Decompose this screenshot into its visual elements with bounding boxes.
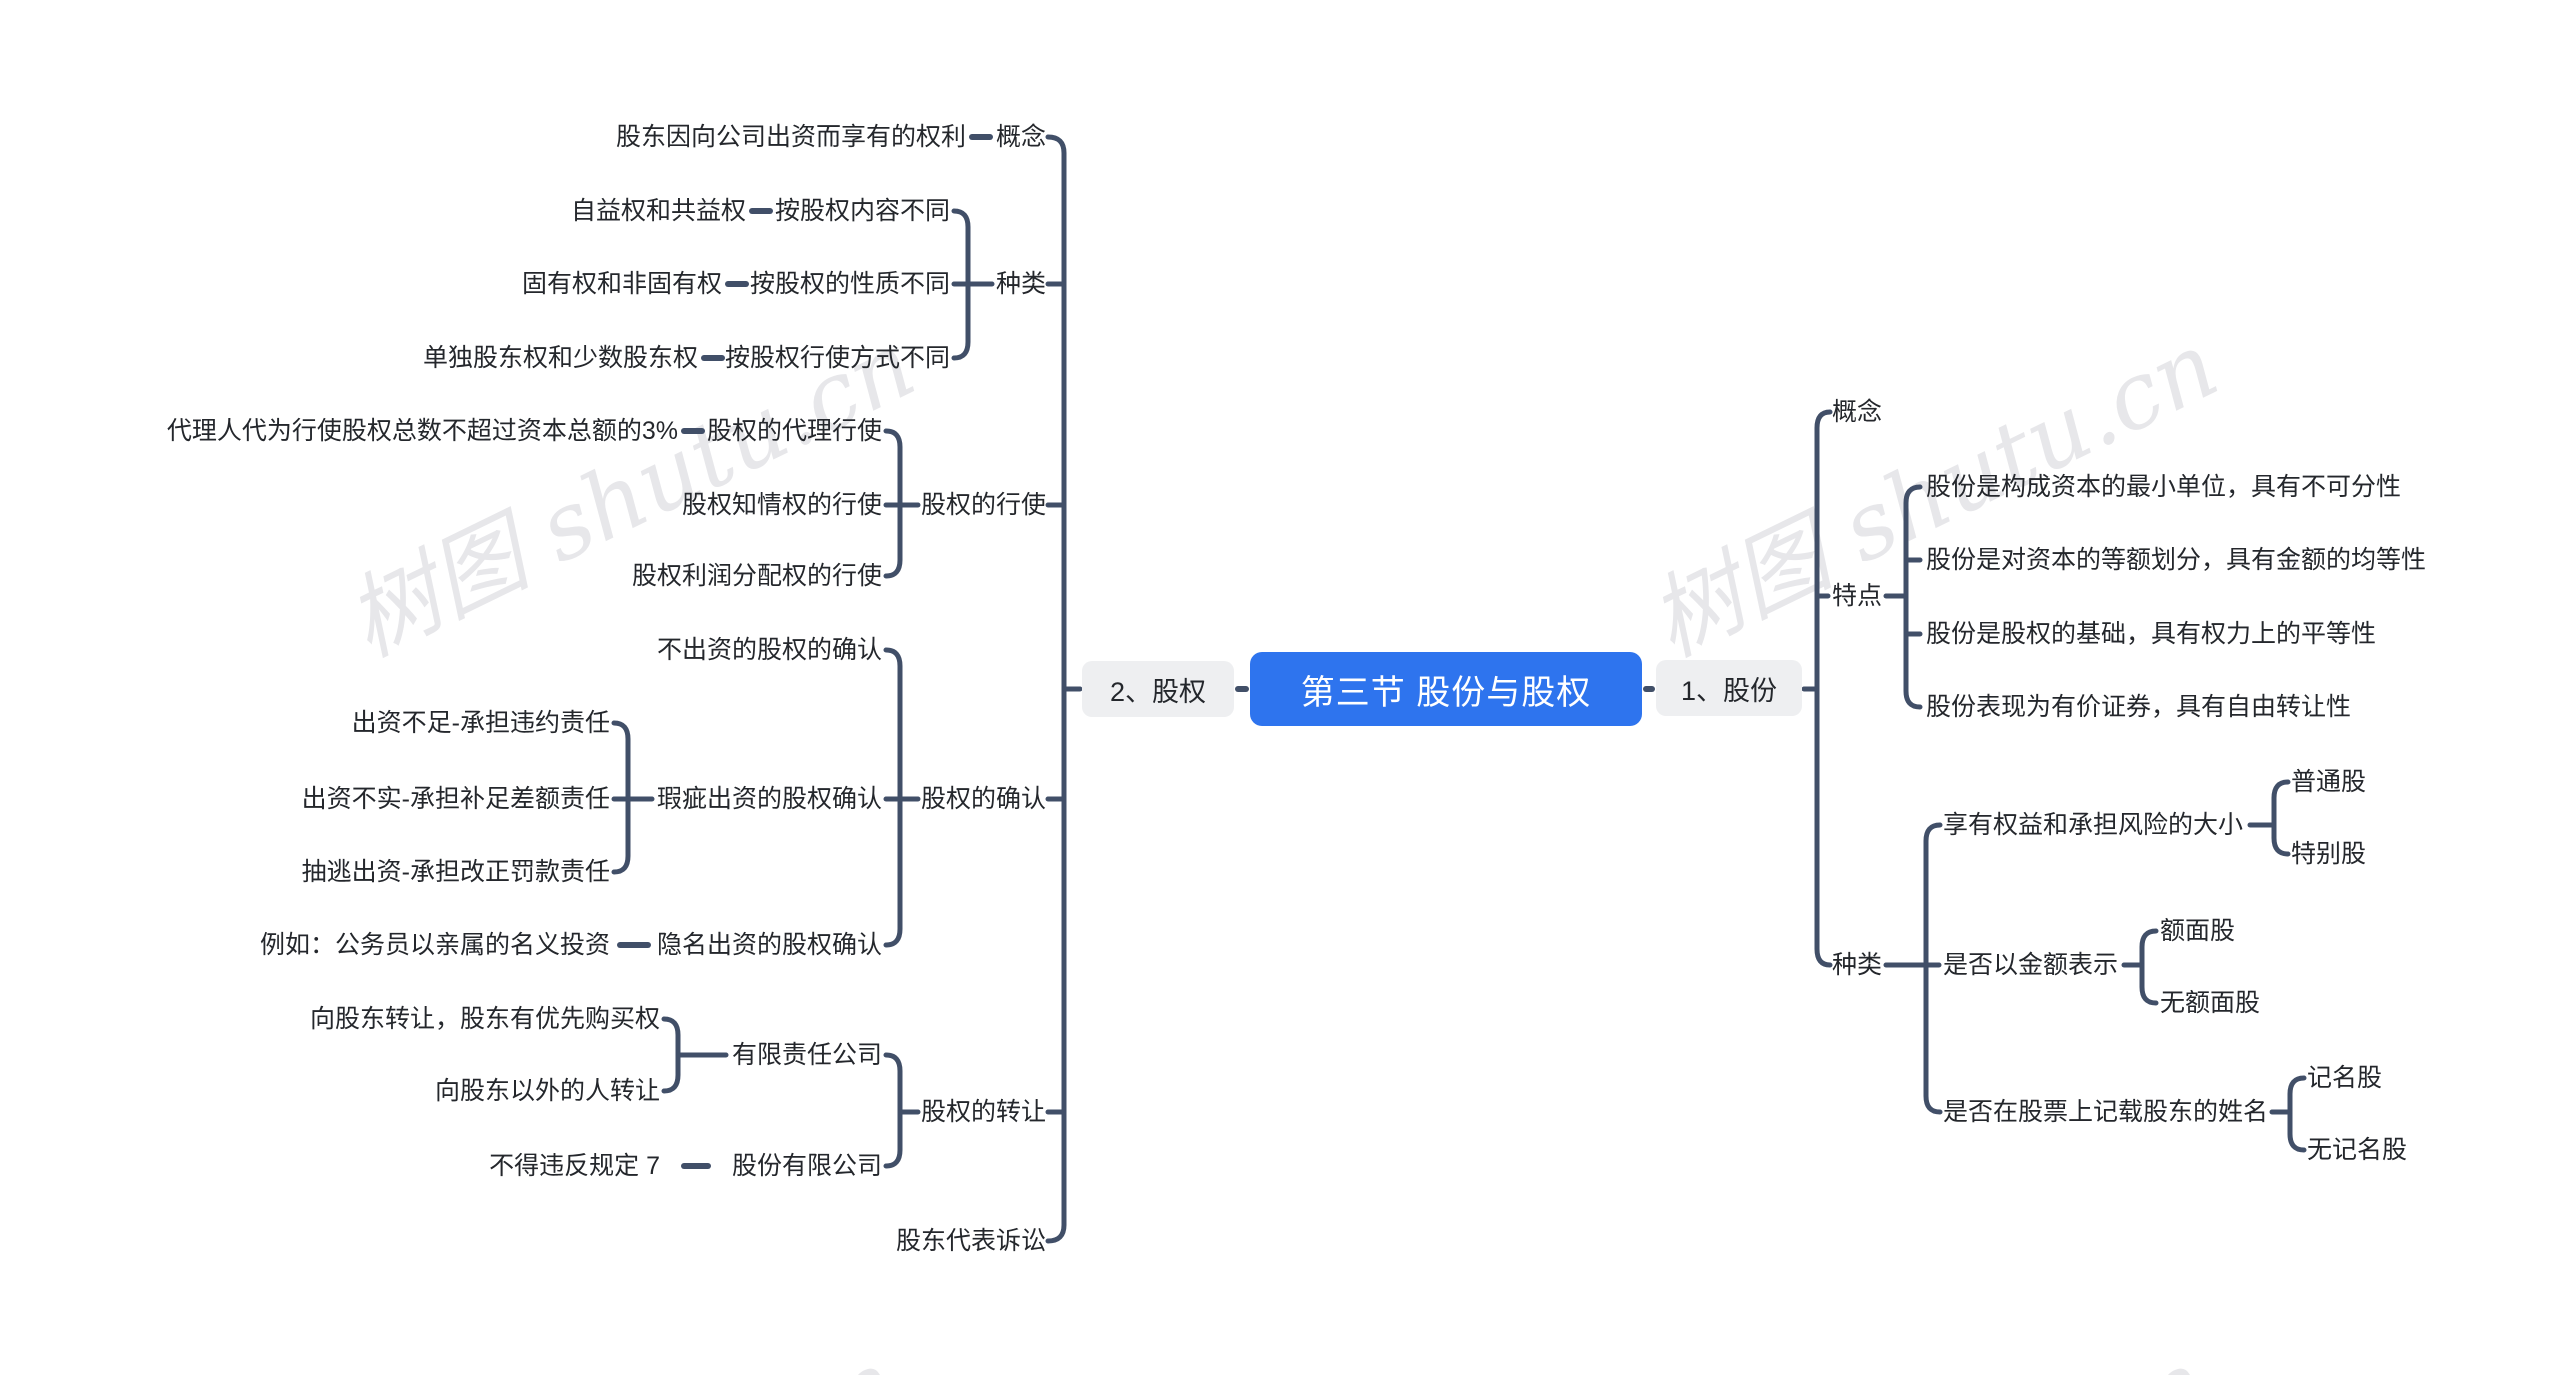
node-agent-exercise[interactable]: 股权的代理行使 [706, 417, 882, 445]
node-defective-contribution[interactable]: 瑕疵出资的股权确认 [656, 785, 882, 813]
node-feature-equal-power[interactable]: 股份是股权的基础，具有权力上的平等性 [1926, 620, 2377, 648]
node-false-makeup[interactable]: 出资不实-承担补足差额责任 [301, 785, 610, 813]
node-no-violation[interactable]: 不得违反规定 7 [489, 1152, 660, 1180]
node-shares-features[interactable]: 特点 [1832, 582, 1883, 610]
node-anonymous-contribution[interactable]: 隐名出资的股权确认 [656, 931, 882, 959]
connector-bracket [2287, 1075, 2307, 1153]
connector-right-trunk [1814, 409, 1833, 968]
connector-bracket [2139, 928, 2159, 1006]
node-agent-3-percent[interactable]: 代理人代为行使股权总数不超过资本总额的3% [166, 417, 678, 445]
node-withdraw-penalty[interactable]: 抽逃出资-承担改正罚款责任 [301, 858, 610, 886]
node-no-par-stock[interactable]: 无额面股 [2160, 989, 2261, 1017]
node-equity-transfer[interactable]: 股权的转让 [920, 1098, 1046, 1126]
node-bearer-stock[interactable]: 无记名股 [2307, 1136, 2408, 1164]
node-llc[interactable]: 有限责任公司 [731, 1041, 882, 1069]
node-by-exercise-mode[interactable]: 按股权行使方式不同 [724, 344, 950, 372]
node-root-title[interactable]: 第三节 股份与股权 [1250, 652, 1642, 726]
node-single-minority[interactable]: 单独股东权和少数股东权 [422, 344, 698, 372]
node-by-name-on-stock[interactable]: 是否在股票上记载股东的姓名 [1943, 1098, 2269, 1126]
node-representative-suit[interactable]: 股东代表诉讼 [895, 1227, 1046, 1255]
node-equity-kinds[interactable]: 种类 [995, 270, 1046, 298]
node-by-nature[interactable]: 按股权的性质不同 [749, 270, 950, 298]
node-special-stock[interactable]: 特别股 [2291, 840, 2367, 868]
node-equity-concept-def[interactable]: 股东因向公司出资而享有的权利 [615, 123, 966, 151]
node-self-mutual-benefit[interactable]: 自益权和共益权 [570, 197, 746, 225]
node-by-content[interactable]: 按股权内容不同 [774, 197, 950, 225]
node-par-stock[interactable]: 额面股 [2160, 917, 2236, 945]
node-shares-root[interactable]: 1、股份 [1656, 660, 1802, 716]
node-transfer-to-outsider[interactable]: 向股东以外的人转让 [434, 1077, 660, 1105]
node-transfer-to-shareholder[interactable]: 向股东转让，股东有优先购买权 [309, 1005, 660, 1033]
node-joint-stock-company[interactable]: 股份有限公司 [731, 1152, 882, 1180]
node-equity-concept[interactable]: 概念 [995, 123, 1046, 151]
node-equity-exercise[interactable]: 股权的行使 [920, 491, 1046, 519]
node-equity-confirmation[interactable]: 股权的确认 [920, 785, 1046, 813]
node-no-contribution[interactable]: 不出资的股权的确认 [656, 636, 882, 664]
node-shares-kinds[interactable]: 种类 [1832, 951, 1883, 979]
node-insufficient-breach[interactable]: 出资不足-承担违约责任 [351, 709, 610, 737]
node-civil-servant-example[interactable]: 例如：公务员以亲属的名义投资 [259, 931, 610, 959]
connector-bracket [2271, 779, 2291, 857]
node-shares-concept[interactable]: 概念 [1832, 398, 1883, 426]
node-inherent-noninherent[interactable]: 固有权和非固有权 [521, 270, 722, 298]
connector-bracket [883, 1052, 903, 1169]
node-feature-transferable[interactable]: 股份表现为有价证券，具有自由转让性 [1926, 693, 2352, 721]
connector-bracket [1923, 822, 1943, 1115]
node-feature-equal-amount[interactable]: 股份是对资本的等额划分，具有金额的均等性 [1926, 546, 2427, 574]
node-by-risk[interactable]: 享有权益和承担风险的大小 [1943, 811, 2244, 839]
node-feature-indivisible[interactable]: 股份是构成资本的最小单位，具有不可分性 [1926, 473, 2402, 501]
node-equity-root[interactable]: 2、股权 [1082, 661, 1234, 717]
node-registered-stock[interactable]: 记名股 [2307, 1064, 2383, 1092]
node-profit-distribution[interactable]: 股权利润分配权的行使 [631, 562, 882, 590]
node-by-amount[interactable]: 是否以金额表示 [1943, 951, 2119, 979]
node-common-stock[interactable]: 普通股 [2291, 768, 2367, 796]
node-information-right[interactable]: 股权知情权的行使 [681, 491, 882, 519]
